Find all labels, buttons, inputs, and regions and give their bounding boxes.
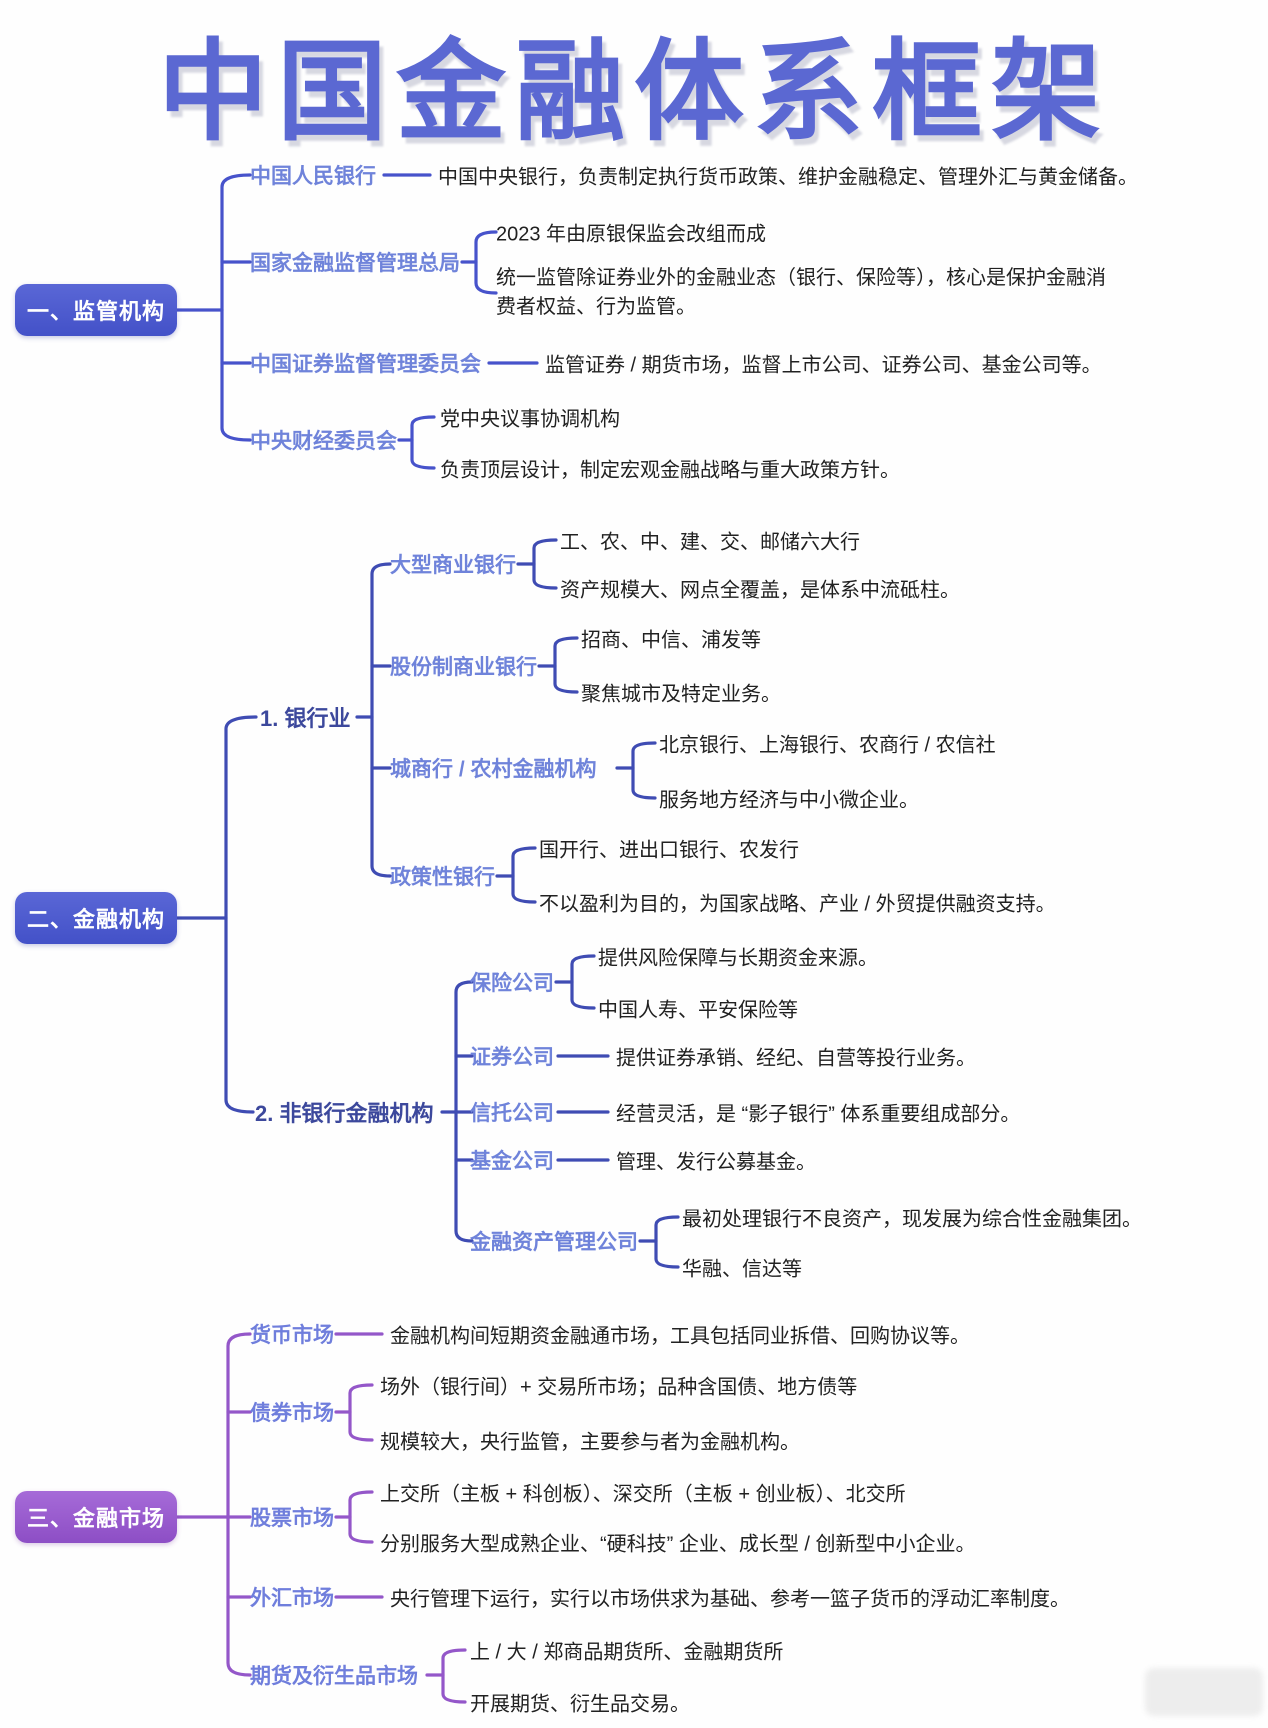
branch-label-fund: 基金公司 bbox=[470, 1150, 554, 1173]
note-money-market: 金融机构间短期资金融通市场，工具包括同业拆借、回购协议等。 bbox=[390, 1325, 970, 1348]
note-policy-banks-2: 不以盈利为目的，为国家战略、产业 / 外贸提供融资支持。 bbox=[539, 893, 1056, 916]
note-large-banks-2: 资产规模大、网点全覆盖，是体系中流砥柱。 bbox=[560, 579, 960, 602]
note-bond-market-2: 规模较大，央行监管，主要参与者为金融机构。 bbox=[380, 1431, 800, 1454]
branch-label-money-market: 货币市场 bbox=[250, 1324, 334, 1347]
note-nfra-2: 统一监管除证券业外的金融业态（银行、保险等），核心是保护金融消费者权益、行为监管… bbox=[496, 267, 1106, 318]
branch-label-stock-market: 股票市场 bbox=[250, 1507, 334, 1530]
note-amc-2: 华融、信达等 bbox=[682, 1258, 802, 1281]
branch-label-trust: 信托公司 bbox=[470, 1102, 554, 1125]
section-box-markets: 三、金融市场 bbox=[15, 1491, 177, 1543]
note-jointstock-1: 招商、中信、浦发等 bbox=[581, 629, 761, 652]
connector-lines-institutions bbox=[173, 538, 680, 1269]
note-fund: 管理、发行公募基金。 bbox=[616, 1151, 816, 1174]
note-trust: 经营灵活，是 “影子银行” 体系重要组成部分。 bbox=[616, 1103, 1021, 1126]
section-box-regulators: 一、监管机构 bbox=[15, 284, 177, 336]
note-securities: 提供证券承销、经纪、自营等投行业务。 bbox=[616, 1047, 976, 1070]
note-city-rural-1: 北京银行、上海银行、农商行 / 农信社 bbox=[659, 734, 996, 757]
note-cfec-1: 党中央议事协调机构 bbox=[440, 408, 620, 431]
connector-lines-regulators bbox=[173, 173, 539, 470]
note-pboc: 中国中央银行，负责制定执行货币政策、维护金融稳定、管理外汇与黄金储备。 bbox=[438, 166, 1138, 189]
page-title: 中国金融体系框架 bbox=[158, 31, 1110, 154]
branch-label-cfec: 中央财经委员会 bbox=[250, 430, 397, 453]
group-label-banking: 1. 银行业 bbox=[260, 706, 351, 731]
branch-label-futures-market: 期货及衍生品市场 bbox=[250, 1665, 418, 1688]
branch-label-fx-market: 外汇市场 bbox=[250, 1587, 334, 1610]
note-insurance-2: 中国人寿、平安保险等 bbox=[598, 999, 798, 1022]
branch-label-pboc: 中国人民银行 bbox=[250, 165, 376, 188]
note-futures-2: 开展期货、衍生品交易。 bbox=[470, 1693, 690, 1716]
branch-label-securities: 证券公司 bbox=[470, 1046, 554, 1069]
note-large-banks-1: 工、农、中、建、交、邮储六大行 bbox=[560, 531, 860, 554]
branch-label-large-banks: 大型商业银行 bbox=[390, 554, 516, 577]
branch-label-insurance: 保险公司 bbox=[470, 972, 554, 995]
group-label-nonbank: 2. 非银行金融机构 bbox=[255, 1101, 434, 1126]
note-fx-market: 央行管理下运行，实行以市场供求为基础、参考一篮子货币的浮动汇率制度。 bbox=[390, 1588, 1070, 1611]
branch-label-bond-market: 债券市场 bbox=[250, 1402, 334, 1425]
branch-label-nfra: 国家金融监督管理总局 bbox=[250, 252, 460, 275]
note-cfec-2: 负责顶层设计，制定宏观金融战略与重大政策方针。 bbox=[440, 459, 900, 482]
branch-label-csrc: 中国证券监督管理委员会 bbox=[250, 353, 481, 376]
branch-label-policy-banks: 政策性银行 bbox=[390, 866, 495, 889]
note-stock-market-1: 上交所（主板 + 科创板）、深交所（主板 + 创业板）、北交所 bbox=[380, 1483, 906, 1506]
note-jointstock-2: 聚焦城市及特定业务。 bbox=[581, 683, 781, 706]
section-box-institutions: 二、金融机构 bbox=[15, 892, 177, 944]
note-insurance-1: 提供风险保障与长期资金来源。 bbox=[598, 947, 878, 970]
note-stock-market-2: 分别服务大型成熟企业、“硬科技” 企业、成长型 / 创新型中小企业。 bbox=[380, 1533, 976, 1556]
note-policy-banks-1: 国开行、进出口银行、农发行 bbox=[539, 839, 799, 862]
watermark bbox=[1145, 1668, 1263, 1716]
branch-label-city-rural-banks: 城商行 / 农村金融机构 bbox=[390, 758, 597, 781]
branch-label-jointstock-banks: 股份制商业银行 bbox=[390, 656, 537, 679]
note-amc-1: 最初处理银行不良资产，现发展为综合性金融集团。 bbox=[682, 1208, 1142, 1231]
branch-label-amc: 金融资产管理公司 bbox=[470, 1231, 638, 1254]
connector-lines-markets bbox=[173, 1332, 467, 1704]
note-nfra-1: 2023 年由原银保监会改组而成 bbox=[496, 223, 767, 246]
note-csrc: 监管证券 / 期货市场，监督上市公司、证券公司、基金公司等。 bbox=[545, 354, 1102, 377]
note-futures-1: 上 / 大 / 郑商品期货所、金融期货所 bbox=[470, 1641, 784, 1664]
note-bond-market-1: 场外（银行间）+ 交易所市场；品种含国债、地方债等 bbox=[380, 1376, 858, 1399]
note-city-rural-2: 服务地方经济与中小微企业。 bbox=[659, 789, 919, 812]
